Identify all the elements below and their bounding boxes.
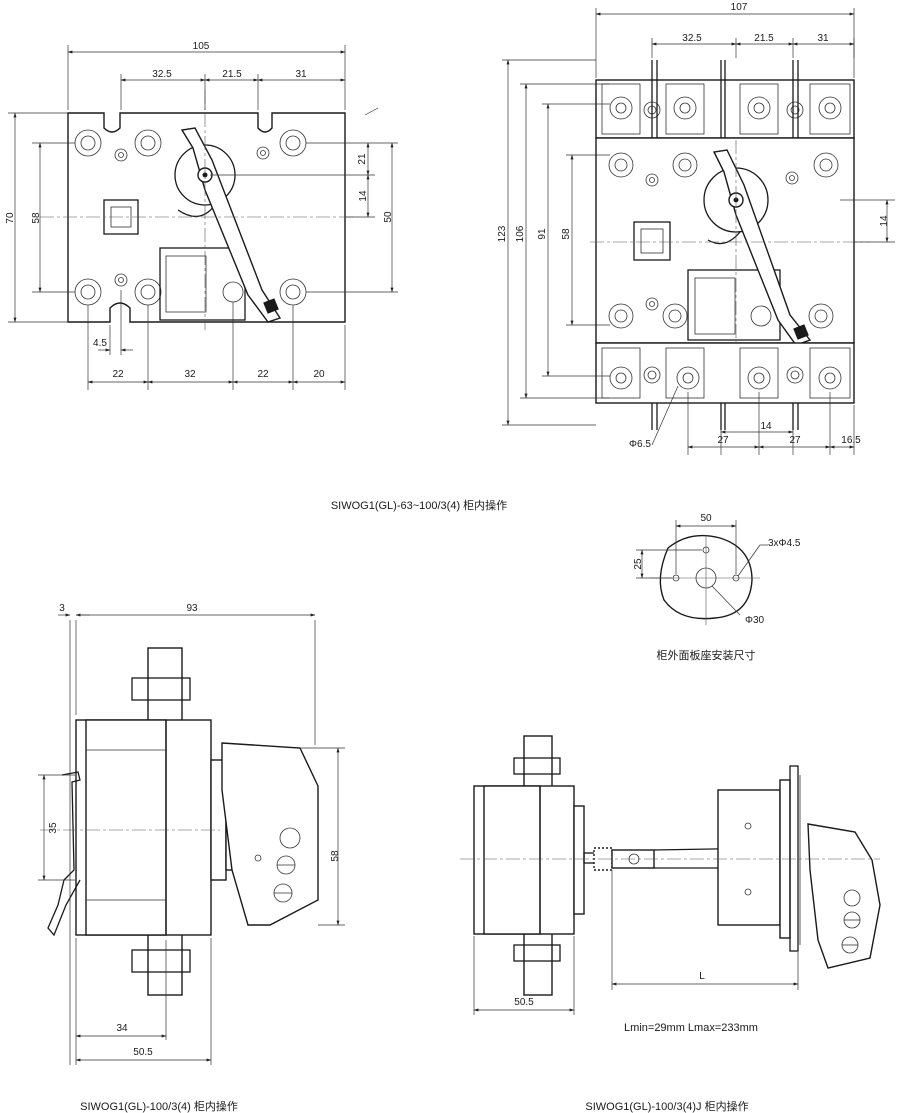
dim-50: 50: [383, 211, 394, 223]
dim-21-5: 21.5: [222, 69, 242, 80]
dim-14: 14: [358, 190, 369, 202]
caption-side-right: SIWOG1(GL)-100/3(4)J 柜内操作: [585, 1099, 748, 1113]
dim-hole-6-5: Φ6.5: [629, 439, 651, 450]
dim-105: 105: [193, 41, 210, 52]
dim-34: 34: [116, 1023, 128, 1034]
dim-16-5: 16.5: [841, 435, 861, 446]
dim-20: 20: [313, 369, 325, 380]
dim-32: 32: [184, 369, 196, 380]
dim-22b: 22: [257, 369, 269, 380]
caption-top: SIWOG1(GL)-63~100/3(4) 柜内操作: [331, 498, 507, 512]
dim-107: 107: [731, 2, 748, 13]
dim-L: L: [699, 971, 705, 982]
dim-50-5-left: 50.5: [133, 1047, 153, 1058]
dim-14-b: 14: [760, 421, 772, 432]
dim-123: 123: [497, 225, 508, 242]
dim-27b: 27: [789, 435, 801, 446]
dim-3x4-5: 3xΦ4.5: [768, 538, 801, 549]
dim-27a: 27: [717, 435, 729, 446]
panel-cutout-view: 50 25 3xΦ4.5 Φ30 柜外面板座安装尺寸: [633, 513, 801, 662]
dim-35: 35: [48, 822, 59, 834]
dim-50-5-right: 50.5: [514, 997, 534, 1008]
dim-31: 31: [295, 69, 307, 80]
dim-32-5-r: 32.5: [682, 33, 702, 44]
dim-93: 93: [186, 603, 198, 614]
dim-58: 58: [31, 212, 42, 224]
side-view-right: 50.5 L Lmin=29mm Lmax=233mm: [460, 735, 881, 1034]
dim-25-panel: 25: [633, 558, 644, 570]
caption-side-left: SIWOG1(GL)-100/3(4) 柜内操作: [80, 1099, 238, 1113]
dim-4-5: 4.5: [93, 338, 107, 349]
dim-70: 70: [5, 212, 16, 224]
dim-22a: 22: [112, 369, 124, 380]
dim-14-r: 14: [879, 215, 890, 227]
dim-58-r: 58: [561, 228, 572, 240]
dim-21: 21: [357, 153, 368, 165]
dim-91: 91: [537, 228, 548, 240]
dim-50-panel: 50: [700, 513, 712, 524]
dim-58-side: 58: [330, 850, 341, 862]
dim-3: 3: [59, 603, 65, 614]
dim-31-r: 31: [817, 33, 829, 44]
dim-106: 106: [515, 225, 526, 242]
dim-30: Φ30: [745, 615, 765, 626]
dim-32-5: 32.5: [152, 69, 172, 80]
front-view-large: 107 32.5 21.5 31 123 106 91 58 14 Φ6.5 2…: [497, 2, 895, 455]
side-view-left: 3 93 35 58 34 50.5: [38, 603, 345, 1065]
front-view-small: 105 32.5 21.5 31 70 58 21 14 50 4.5 22 3…: [5, 41, 398, 390]
length-note: Lmin=29mm Lmax=233mm: [624, 1022, 758, 1034]
dim-21-5-r: 21.5: [754, 33, 774, 44]
caption-panel: 柜外面板座安装尺寸: [657, 648, 756, 662]
